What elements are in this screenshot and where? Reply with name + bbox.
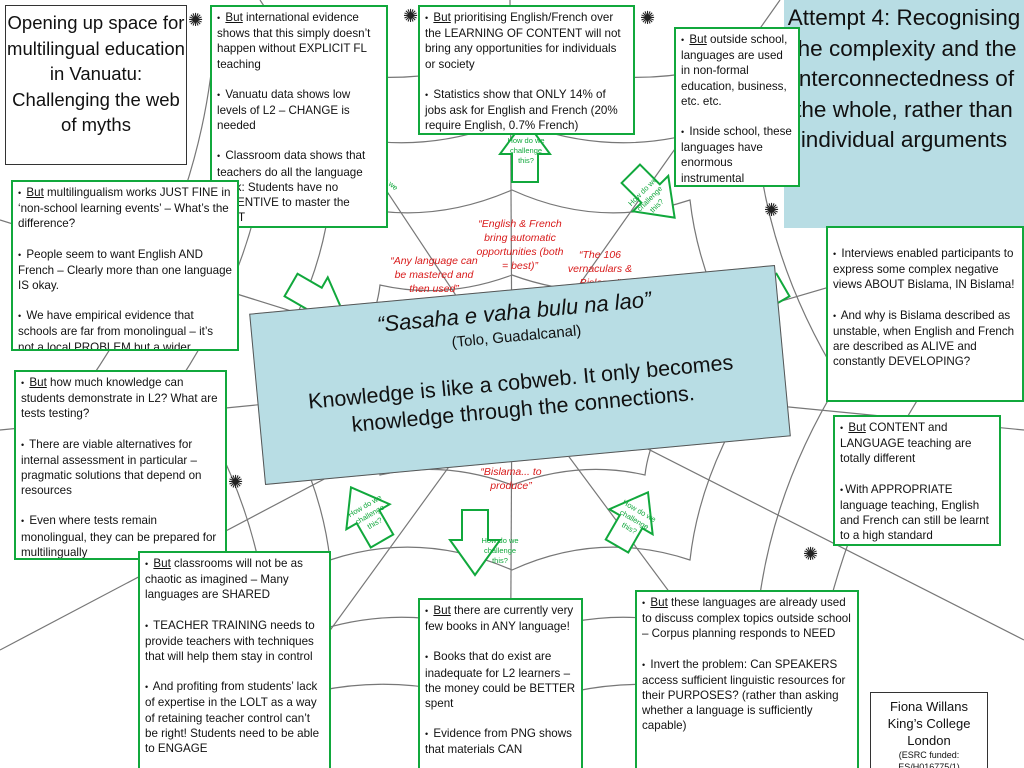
poster-title: Opening up space for multilingual educat… [5,5,187,165]
myth-english-french: “English & French bring automatic opport… [476,218,564,272]
spider-icon: ✺ [764,200,780,220]
bullet: • [18,311,22,322]
bullet: • [18,188,22,198]
box-text: People seem to want English AND French –… [18,247,232,293]
but-label: But [689,33,707,46]
box-text: Vanuatu data shows low levels of L2 – CH… [217,87,351,133]
bullet: • [18,249,22,260]
evidence-box-classrooms: • But classrooms will not be as chaotic … [138,551,331,768]
bullet: • [425,13,429,23]
bullet: • [425,652,429,663]
evidence-box-multilingualism: • But multilingualism works JUST FINE in… [11,180,239,351]
bullet: • [21,439,25,450]
box-text: prioritising English/French over the LEA… [425,11,621,71]
bullet: • [833,249,837,259]
bullet: • [642,598,646,608]
but-label: But [433,604,451,617]
evidence-box-outside-school: • But outside school, languages are used… [674,27,800,187]
bullet: • [145,682,149,693]
bullet: • [217,89,221,100]
attempt-heading: Attempt 4: Recognising the complexity an… [784,0,1024,228]
box-text: There are viable alternatives for intern… [21,437,202,498]
box-text: how much knowledge can students demonstr… [21,376,218,421]
but-label: But [433,11,451,24]
but-label: But [153,557,171,570]
bullet: • [425,89,429,100]
author-info: Fiona Willans King’s College London (ESR… [870,692,988,768]
box-text: classrooms will not be as chaotic as ima… [145,557,303,602]
bullet: • [840,423,844,433]
bullet: • [425,606,429,616]
arrow-label-bottom: How do we challenge this? [481,536,519,565]
bullet: • [217,151,221,162]
box-text: CONTENT and LANGUAGE teaching are totall… [840,421,972,466]
evidence-box-bislama: • Interviews enabled participants to exp… [826,226,1024,402]
spider-icon: ✺ [188,10,204,30]
evidence-box-fl-teaching: • But international evidence shows that … [210,5,388,228]
evidence-box-complex-topics: • But these languages are already used t… [635,590,859,768]
arrow-label-top: How do we challenge this? [507,136,545,165]
box-text: Invert the problem: Can SPEAKERS access … [642,657,846,733]
bullet: • [642,659,646,670]
box-text: Books that do exist are inadequate for L… [425,650,576,711]
evidence-box-books: • But there are currently very few books… [418,598,583,768]
bullet: • [425,729,429,740]
spider-icon: ✺ [228,472,244,492]
bullet: • [145,559,149,569]
spider-icon: ✺ [403,6,419,26]
bullet: • [145,620,149,631]
bullet: • [840,484,844,495]
bullet: • [681,35,685,45]
box-text: With APPROPRIATE language teaching, Engl… [840,482,989,543]
box-text: Classroom data shows that teachers do al… [217,149,366,224]
box-text: And why is Bislama described as unstable… [833,308,1015,369]
evidence-box-content-priority: • But prioritising English/French over t… [418,5,635,135]
bullet: • [21,516,25,527]
author-name: Fiona Willans [889,699,969,714]
but-label: But [650,596,668,609]
box-text: Statistics show that ONLY 14% of jobs as… [425,87,618,133]
bullet: • [833,310,837,321]
bullet: • [217,13,221,23]
but-label: But [225,11,243,24]
box-text: We have empirical evidence that schools … [18,309,214,351]
box-text: Evidence from PNG shows that materials C… [425,727,572,757]
author-affiliation: King’s College London [887,716,971,748]
evidence-box-testing: • But how much knowledge can students de… [14,370,227,560]
funding-note: (ESRC funded: ES/H016775/1) [898,750,960,768]
but-label: But [26,186,44,199]
box-text: Even where tests remain monolingual, the… [21,514,217,559]
spider-icon: ✺ [640,8,656,28]
bullet: • [681,127,685,138]
box-text: there are currently very few books in AN… [425,604,574,634]
box-text: Interviews enabled participants to expre… [833,247,1015,292]
but-label: But [29,376,47,389]
box-text: And profiting from students’ lack of exp… [145,680,320,756]
spider-icon: ✺ [803,544,819,564]
box-text: TEACHER TRAINING needs to provide teache… [145,618,315,664]
myth-produce: “Bislama... to produce” [480,466,542,492]
but-label: But [848,421,866,434]
box-text: Inside school, these languages have enor… [681,125,792,185]
box-text: outside school, languages are used in no… [681,33,788,108]
bullet: • [21,378,25,388]
box-text: these languages are already used to disc… [642,596,851,641]
myth-any-language: “Any language can be mastered and then u… [390,255,478,295]
box-text: multilingualism works JUST FINE in ‘non-… [18,186,231,231]
evidence-box-content-language: • But CONTENT and LANGUAGE teaching are … [833,415,1001,546]
box-text: international evidence shows that this s… [217,11,371,71]
